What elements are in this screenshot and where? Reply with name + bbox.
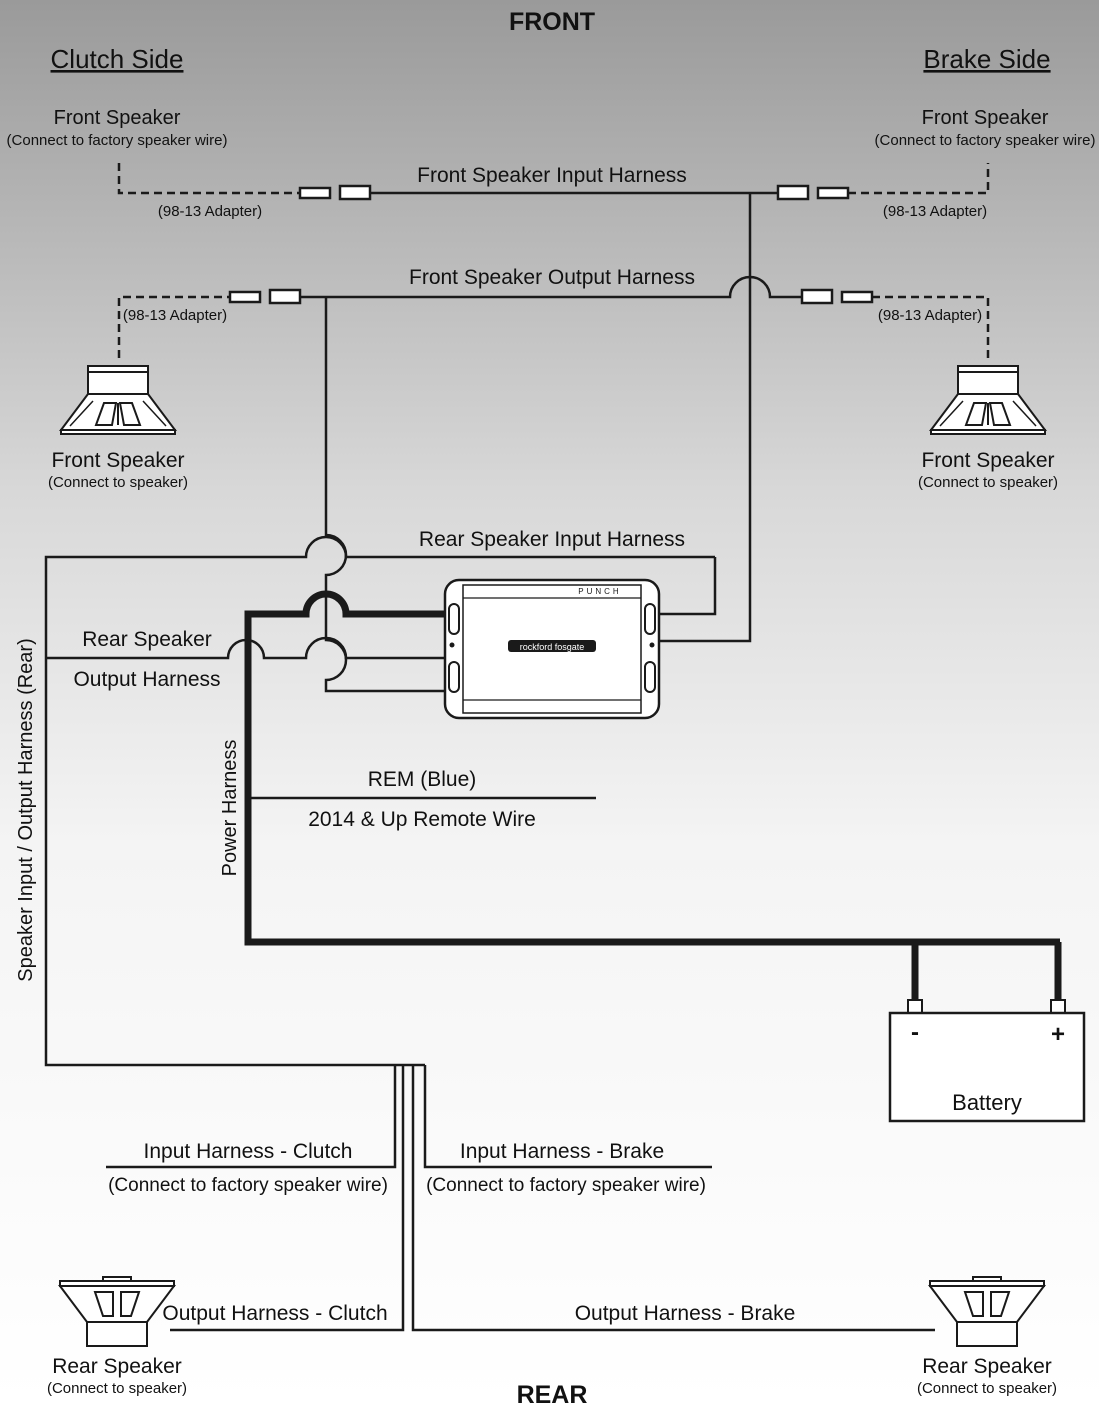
rear-input-harness-label: Rear Speaker Input Harness (419, 528, 685, 551)
front-heading: FRONT (509, 8, 595, 36)
front-input-left-title: Front Speaker (54, 107, 181, 129)
front-speaker-right-title: Front Speaker (921, 449, 1054, 472)
front-output-harness-wire (117, 275, 990, 693)
rear-left-speaker-icon (59, 1276, 175, 1347)
input-harness-clutch-label: Input Harness - Clutch (144, 1140, 353, 1163)
rear-bundle-wires (106, 1065, 935, 1332)
front-input-right-title: Front Speaker (922, 107, 1049, 129)
battery (888, 999, 1086, 1123)
rear-speaker-right-sub: (Connect to speaker) (917, 1380, 1057, 1397)
amplifier-model: PUNCH (578, 587, 621, 596)
front-speaker-left-sub: (Connect to speaker) (48, 474, 188, 491)
rear-output-harness-label-1: Rear Speaker (82, 628, 212, 651)
adapter-label-4: (98-13 Adapter) (878, 307, 982, 324)
output-harness-brake-label: Output Harness - Brake (575, 1302, 796, 1325)
output-harness-clutch-label: Output Harness - Clutch (162, 1302, 387, 1325)
front-right-speaker-icon (930, 365, 1046, 435)
rear-vertical-harness-label: Speaker Input / Output Harness (Rear) (15, 638, 37, 982)
front-output-harness-label: Front Speaker Output Harness (409, 266, 695, 289)
brake-side-heading: Brake Side (923, 44, 1050, 74)
front-input-right-sub: (Connect to factory speaker wire) (875, 132, 1096, 149)
front-input-left-sub: (Connect to factory speaker wire) (7, 132, 228, 149)
amplifier-logo: rockford fosgate (520, 642, 585, 652)
rear-right-speaker-icon (929, 1276, 1045, 1347)
amplifier: rockford fosgate PUNCH (443, 578, 661, 720)
adapter-label-1: (98-13 Adapter) (158, 203, 262, 220)
input-harness-clutch-sub: (Connect to factory speaker wire) (108, 1175, 388, 1196)
rear-speaker-left-title: Rear Speaker (52, 1355, 182, 1378)
rear-speaker-right-title: Rear Speaker (922, 1355, 1052, 1378)
clutch-side-heading: Clutch Side (51, 44, 184, 74)
battery-positive: + (1051, 1021, 1065, 1048)
front-speaker-left-title: Front Speaker (51, 449, 184, 472)
battery-label: Battery (952, 1090, 1022, 1115)
input-harness-brake-sub: (Connect to factory speaker wire) (426, 1175, 706, 1196)
remote-wire-label: 2014 & Up Remote Wire (308, 808, 536, 831)
rear-heading: REAR (517, 1381, 588, 1403)
front-input-harness-label: Front Speaker Input Harness (417, 164, 687, 187)
rear-speaker-left-sub: (Connect to speaker) (47, 1380, 187, 1397)
adapter-label-3: (98-13 Adapter) (123, 307, 227, 324)
rear-harness-wires (44, 535, 717, 1067)
front-speaker-right-sub: (Connect to speaker) (918, 474, 1058, 491)
power-harness-wire (244, 590, 1062, 1000)
front-left-speaker-icon (60, 365, 176, 435)
power-harness-label: Power Harness (219, 740, 241, 877)
front-input-harness-wire (117, 163, 990, 643)
input-harness-brake-label: Input Harness - Brake (460, 1140, 664, 1163)
battery-negative: - (911, 1019, 919, 1046)
rear-output-harness-label-2: Output Harness (73, 668, 220, 691)
rem-label: REM (Blue) (368, 768, 477, 791)
adapter-label-2: (98-13 Adapter) (883, 203, 987, 220)
